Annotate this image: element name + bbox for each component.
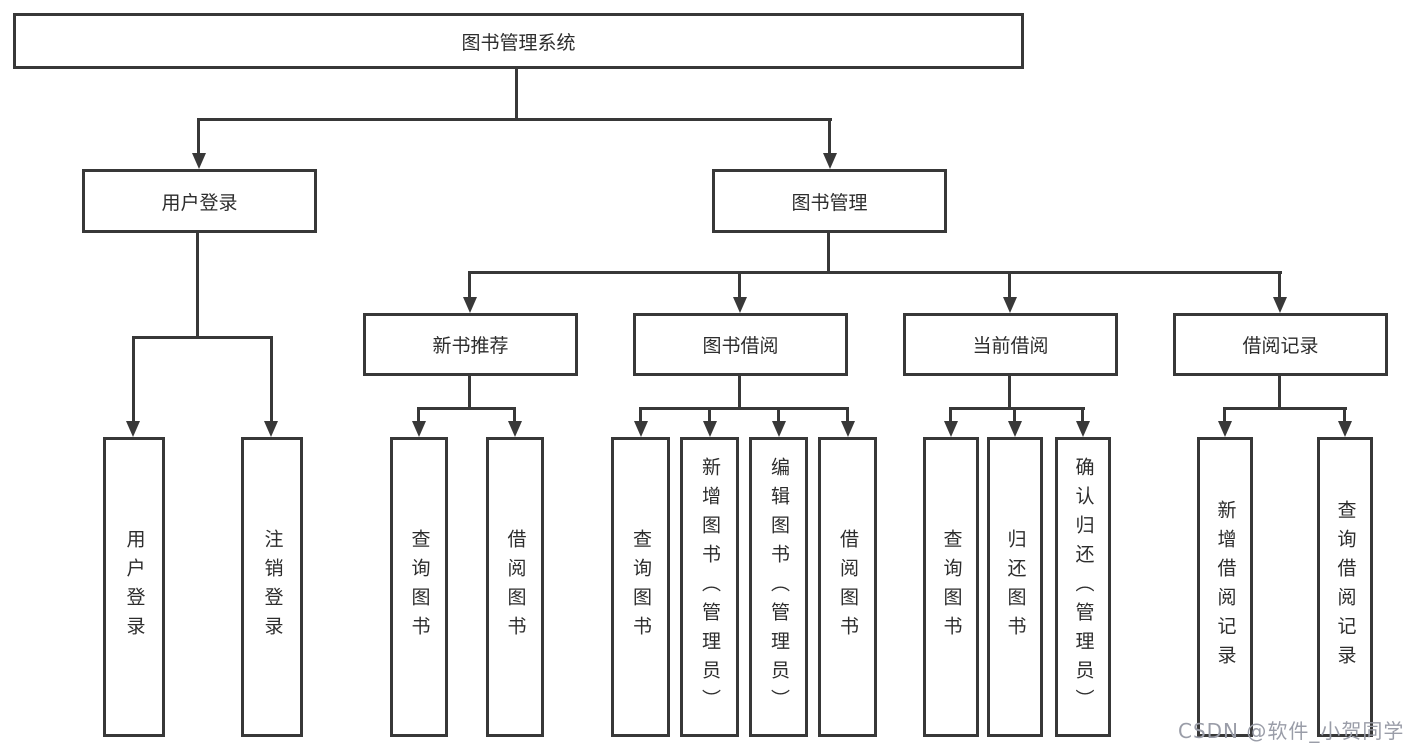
connector-segment bbox=[1224, 407, 1347, 410]
leaf-borrow-books-recommend-label: 借阅图书 bbox=[504, 529, 527, 645]
node-book-borrow: 图书借阅 bbox=[633, 313, 848, 376]
node-book-management: 图书管理 bbox=[712, 169, 947, 233]
arrow-down-marker bbox=[733, 297, 747, 313]
connector-segment bbox=[197, 118, 200, 156]
arrow-down-marker bbox=[264, 421, 278, 437]
arrow-down-marker bbox=[1076, 421, 1090, 437]
arrow-down-marker bbox=[1218, 421, 1232, 437]
arrow-down-marker bbox=[703, 421, 717, 437]
leaf-add-borrow-record: 新增借阅记录 bbox=[1197, 437, 1253, 737]
arrow-down-marker bbox=[1273, 297, 1287, 313]
leaf-query-borrow-record-label: 查询借阅记录 bbox=[1334, 500, 1357, 674]
node-book-borrow-label: 图书借阅 bbox=[702, 335, 779, 357]
arrow-down-marker bbox=[1008, 421, 1022, 437]
connector-segment bbox=[639, 407, 642, 422]
leaf-query-books-recommend-label: 查询图书 bbox=[408, 529, 431, 645]
csdn-watermark: CSDN @软件_小贺同学 bbox=[1178, 719, 1405, 743]
arrow-down-marker bbox=[192, 153, 206, 169]
connector-segment bbox=[1343, 407, 1346, 422]
connector-segment bbox=[1008, 271, 1011, 299]
arrow-down-marker bbox=[1338, 421, 1352, 437]
leaf-query-books-current-label: 查询图书 bbox=[940, 529, 963, 645]
connector-segment bbox=[196, 231, 199, 339]
leaf-query-borrow-record: 查询借阅记录 bbox=[1317, 437, 1373, 737]
arrow-down-marker bbox=[772, 421, 786, 437]
connector-segment bbox=[708, 407, 711, 422]
node-new-book-recommend: 新书推荐 bbox=[363, 313, 578, 376]
node-current-borrow: 当前借阅 bbox=[903, 313, 1118, 376]
connector-segment bbox=[468, 271, 471, 299]
connector-segment bbox=[949, 407, 952, 422]
connector-segment bbox=[1278, 271, 1281, 299]
leaf-borrow-books-recommend: 借阅图书 bbox=[486, 437, 544, 737]
leaf-borrow-books-label: 借阅图书 bbox=[837, 529, 859, 645]
connector-segment bbox=[777, 407, 780, 422]
node-user-login-label: 用户登录 bbox=[161, 191, 238, 214]
connector-segment bbox=[132, 336, 135, 422]
leaf-add-borrow-record-label: 新增借阅记录 bbox=[1214, 500, 1237, 674]
connector-segment bbox=[468, 271, 1282, 274]
arrow-down-marker bbox=[412, 421, 426, 437]
node-root-label: 图书管理系统 bbox=[461, 31, 576, 54]
arrow-down-marker bbox=[944, 421, 958, 437]
connector-segment bbox=[738, 271, 741, 299]
leaf-query-books-recommend: 查询图书 bbox=[390, 437, 448, 737]
connector-segment bbox=[1081, 407, 1084, 422]
connector-segment bbox=[828, 118, 831, 156]
connector-segment bbox=[738, 374, 741, 410]
connector-segment bbox=[132, 336, 273, 339]
leaf-borrow-books: 借阅图书 bbox=[818, 437, 877, 737]
leaf-return-books: 归还图书 bbox=[987, 437, 1043, 737]
node-root: 图书管理系统 bbox=[13, 13, 1024, 69]
leaf-query-books-current: 查询图书 bbox=[923, 437, 979, 737]
leaf-query-books-borrow: 查询图书 bbox=[611, 437, 670, 737]
arrow-down-marker bbox=[1003, 297, 1017, 313]
node-book-management-label: 图书管理 bbox=[791, 191, 868, 214]
leaf-query-books-borrow-label: 查询图书 bbox=[630, 529, 652, 645]
node-borrow-records-label: 借阅记录 bbox=[1242, 335, 1319, 357]
connector-segment bbox=[846, 407, 849, 422]
arrow-down-marker bbox=[463, 297, 477, 313]
arrow-down-marker bbox=[823, 153, 837, 169]
connector-segment bbox=[417, 407, 420, 422]
connector-segment bbox=[639, 407, 849, 410]
connector-segment bbox=[827, 231, 830, 274]
leaf-return-books-label: 归还图书 bbox=[1004, 529, 1027, 645]
arrow-down-marker bbox=[126, 421, 140, 437]
connector-segment bbox=[950, 407, 1085, 410]
node-current-borrow-label: 当前借阅 bbox=[972, 335, 1049, 357]
connector-segment bbox=[417, 407, 516, 410]
connector-segment bbox=[270, 336, 273, 422]
connector-segment bbox=[513, 407, 516, 422]
leaf-confirm-return-admin: 确认归还（管理员） bbox=[1055, 437, 1111, 737]
leaf-logout-label: 注销登录 bbox=[261, 529, 284, 645]
node-new-book-recommend-label: 新书推荐 bbox=[432, 335, 509, 357]
node-user-login: 用户登录 bbox=[82, 169, 317, 233]
connector-segment bbox=[197, 118, 832, 121]
connector-segment bbox=[1278, 374, 1281, 410]
leaf-add-books-admin: 新增图书（管理员） bbox=[680, 437, 739, 737]
arrow-down-marker bbox=[508, 421, 522, 437]
leaf-edit-books-admin: 编辑图书（管理员） bbox=[749, 437, 808, 737]
connector-segment bbox=[515, 66, 518, 120]
connector-segment bbox=[1013, 407, 1016, 422]
leaf-edit-books-admin-label: 编辑图书（管理员） bbox=[768, 456, 790, 718]
leaf-add-books-admin-label: 新增图书（管理员） bbox=[699, 456, 721, 718]
leaf-user-login-label: 用户登录 bbox=[123, 529, 146, 645]
connector-segment bbox=[468, 374, 471, 410]
node-borrow-records: 借阅记录 bbox=[1173, 313, 1388, 376]
leaf-user-login: 用户登录 bbox=[103, 437, 165, 737]
connector-segment bbox=[1223, 407, 1226, 422]
leaf-confirm-return-admin-label: 确认归还（管理员） bbox=[1072, 456, 1095, 718]
connector-segment bbox=[1008, 374, 1011, 410]
leaf-logout: 注销登录 bbox=[241, 437, 303, 737]
arrow-down-marker bbox=[634, 421, 648, 437]
arrow-down-marker bbox=[841, 421, 855, 437]
